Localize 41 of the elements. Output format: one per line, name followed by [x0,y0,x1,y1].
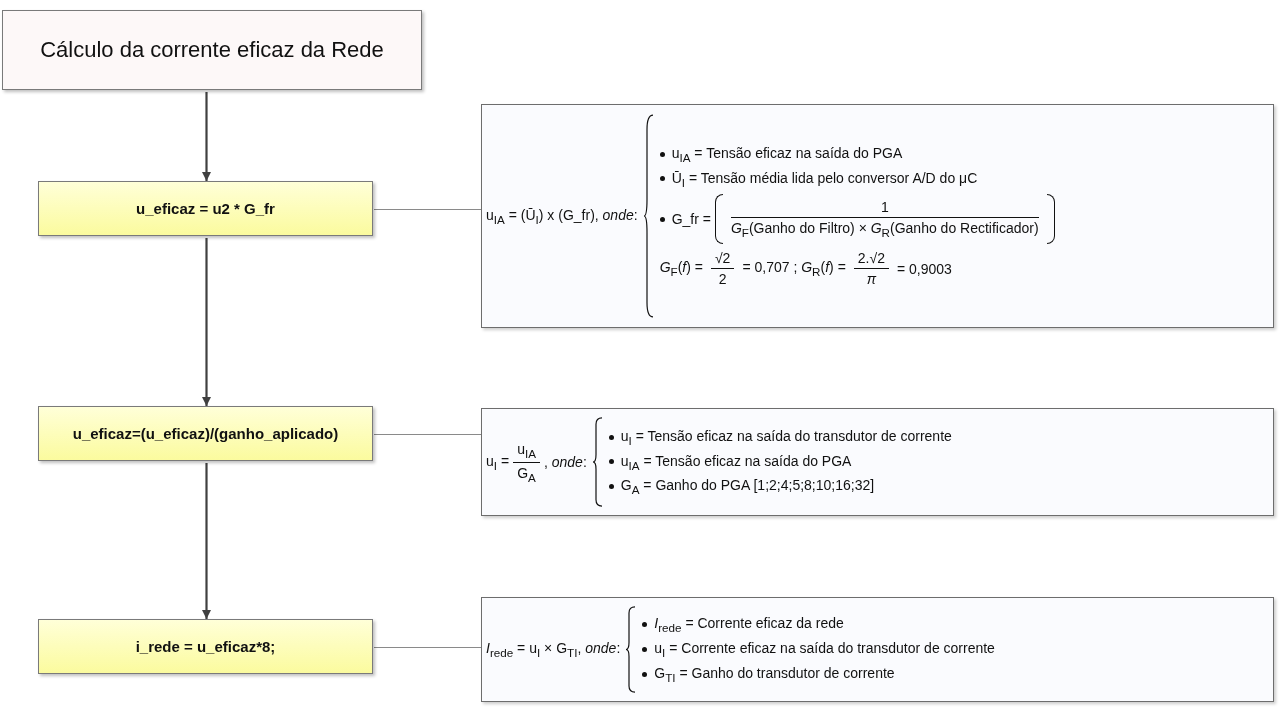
arrow [202,463,211,619]
formula-note-box [481,408,1274,516]
connector-line [373,434,482,435]
arrow [202,92,211,181]
start-box [2,10,422,90]
formula-text: u$_{I}$ = Corrente eficaz na saída do transdutor de corrente [654,640,995,659]
formula-text: u$_{I}$ = Tensão eficaz na saída do transdutor de corrente [620,427,952,447]
connector-line [373,647,482,648]
fraction-denominator: G$_{F}$(Ganho do Filtro) × G$_{R}$(Ganho do Rectificador) [730,219,1039,240]
fraction-numerator: u$_{IA}$ [513,440,540,463]
process-box [38,406,373,461]
formula-text: u$_{IA}$ = Tensão eficaz na saída do PGA [620,452,852,472]
arrow [202,238,211,406]
formula-text: , onde: [543,454,587,470]
formula-note-box [481,104,1274,328]
formula-text: = 0,9003 [896,260,952,277]
formula-text: u$_{IA}$ = Tensão eficaz na saída do PGA [671,144,903,164]
fraction-numerator: 1 [730,199,1039,219]
fraction-denominator: G$_{A}$ [517,463,536,484]
formula-text: = 0,707 ; G$_{R}$(f) = [742,259,846,279]
fraction-numerator: √2 [710,250,735,270]
process-text: u_eficaz=(u_eficaz)/(ganho_aplicado) [72,425,339,442]
process-text: i_rede = u_eficaz*8; [135,638,276,655]
connector-line [373,209,482,210]
formula-text: u$_{IA}$ = (Ū$_{I}$) x (G_fr), onde: [486,206,638,226]
formula-text: G$_{A}$ = Ganho do PGA [1;2;4;5;8;10;16;32] [620,477,875,497]
formula-text: u$_{I}$ = [486,452,510,472]
fraction-numerator: 2.√2 [853,250,889,270]
process-box [38,181,373,236]
process-text: u_eficaz = u2 * G_fr [136,200,275,217]
formula-note-box [481,597,1274,702]
formula-text: G$_{F}$(f) = [659,259,703,279]
formula-text: Ū$_{I}$ = Tensão média lida pelo conversor A/D do μC [671,169,978,189]
formula-text: I$_{rede}$ = Corrente eficaz da rede [654,615,844,635]
box-title: Cálculo da corrente eficaz da Rede [40,37,384,63]
process-box [38,619,373,674]
formula-text: G$_{TI}$ = Ganho do transdutor de corrente [654,664,895,684]
formula-text: I$_{rede}$ = u$_{I}$ × G$_{TI}$, onde: [486,640,621,659]
fraction-denominator: π [866,270,877,288]
formula-text: G_fr = [671,211,711,228]
fraction-denominator: 2 [718,270,727,288]
